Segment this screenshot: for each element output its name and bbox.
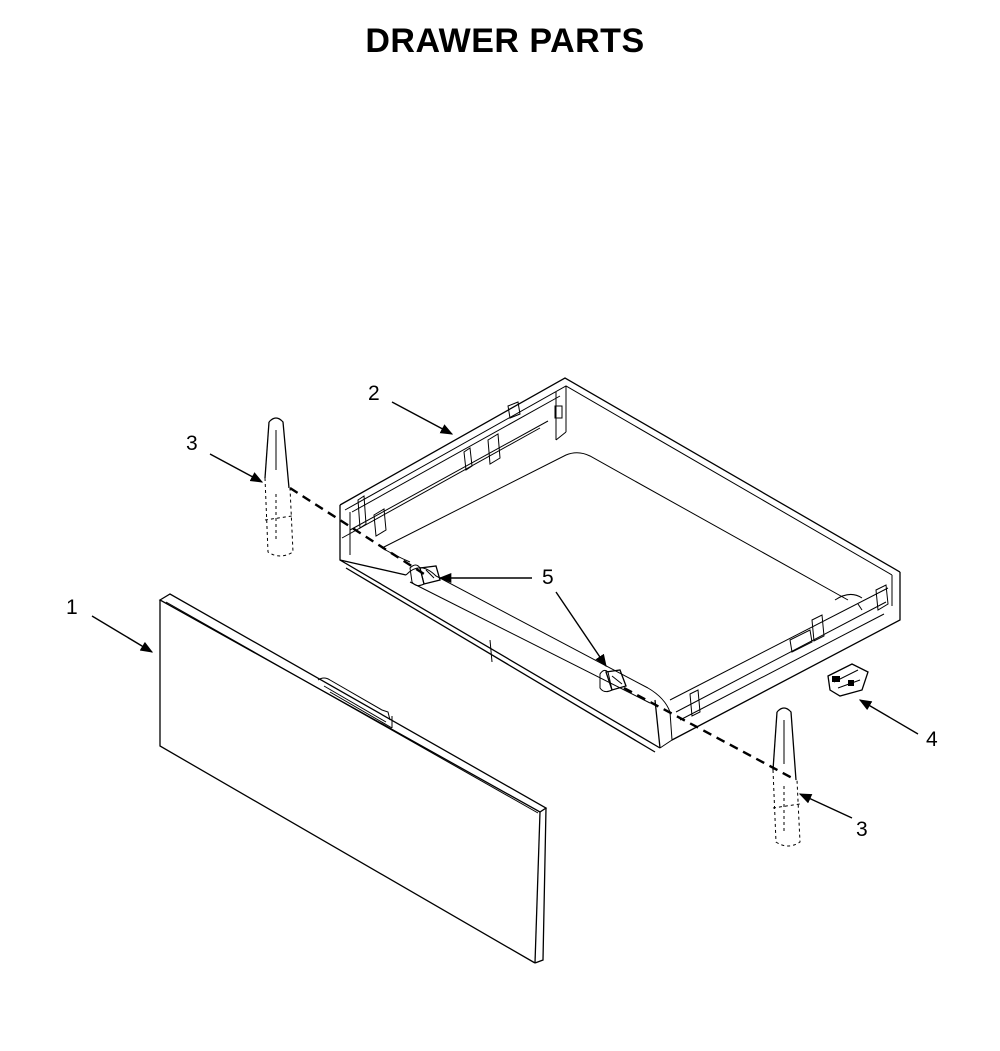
leader-5-lower xyxy=(555,591,607,668)
drawer-glide-right xyxy=(772,707,801,847)
leader-4 xyxy=(858,699,919,735)
callout-1: 1 xyxy=(66,596,78,619)
callout-3-right: 3 xyxy=(856,818,868,841)
leader-2 xyxy=(391,401,454,435)
drawer-front-panel xyxy=(158,593,548,964)
drawer-glide-left xyxy=(264,417,294,557)
diagram-title: DRAWER PARTS xyxy=(365,22,645,60)
assembly-line-right xyxy=(623,686,797,782)
assembly-line-left xyxy=(289,486,425,576)
leader-1 xyxy=(91,615,154,653)
screw-lower xyxy=(599,669,627,693)
drawer-tray xyxy=(339,377,901,753)
callout-3-left: 3 xyxy=(186,432,198,455)
leader-3-right xyxy=(798,793,853,819)
callout-2: 2 xyxy=(368,382,380,405)
callout-4: 4 xyxy=(926,728,938,751)
bumper-bracket xyxy=(827,663,869,697)
leader-3-left xyxy=(209,453,264,483)
callout-5: 5 xyxy=(542,566,554,589)
